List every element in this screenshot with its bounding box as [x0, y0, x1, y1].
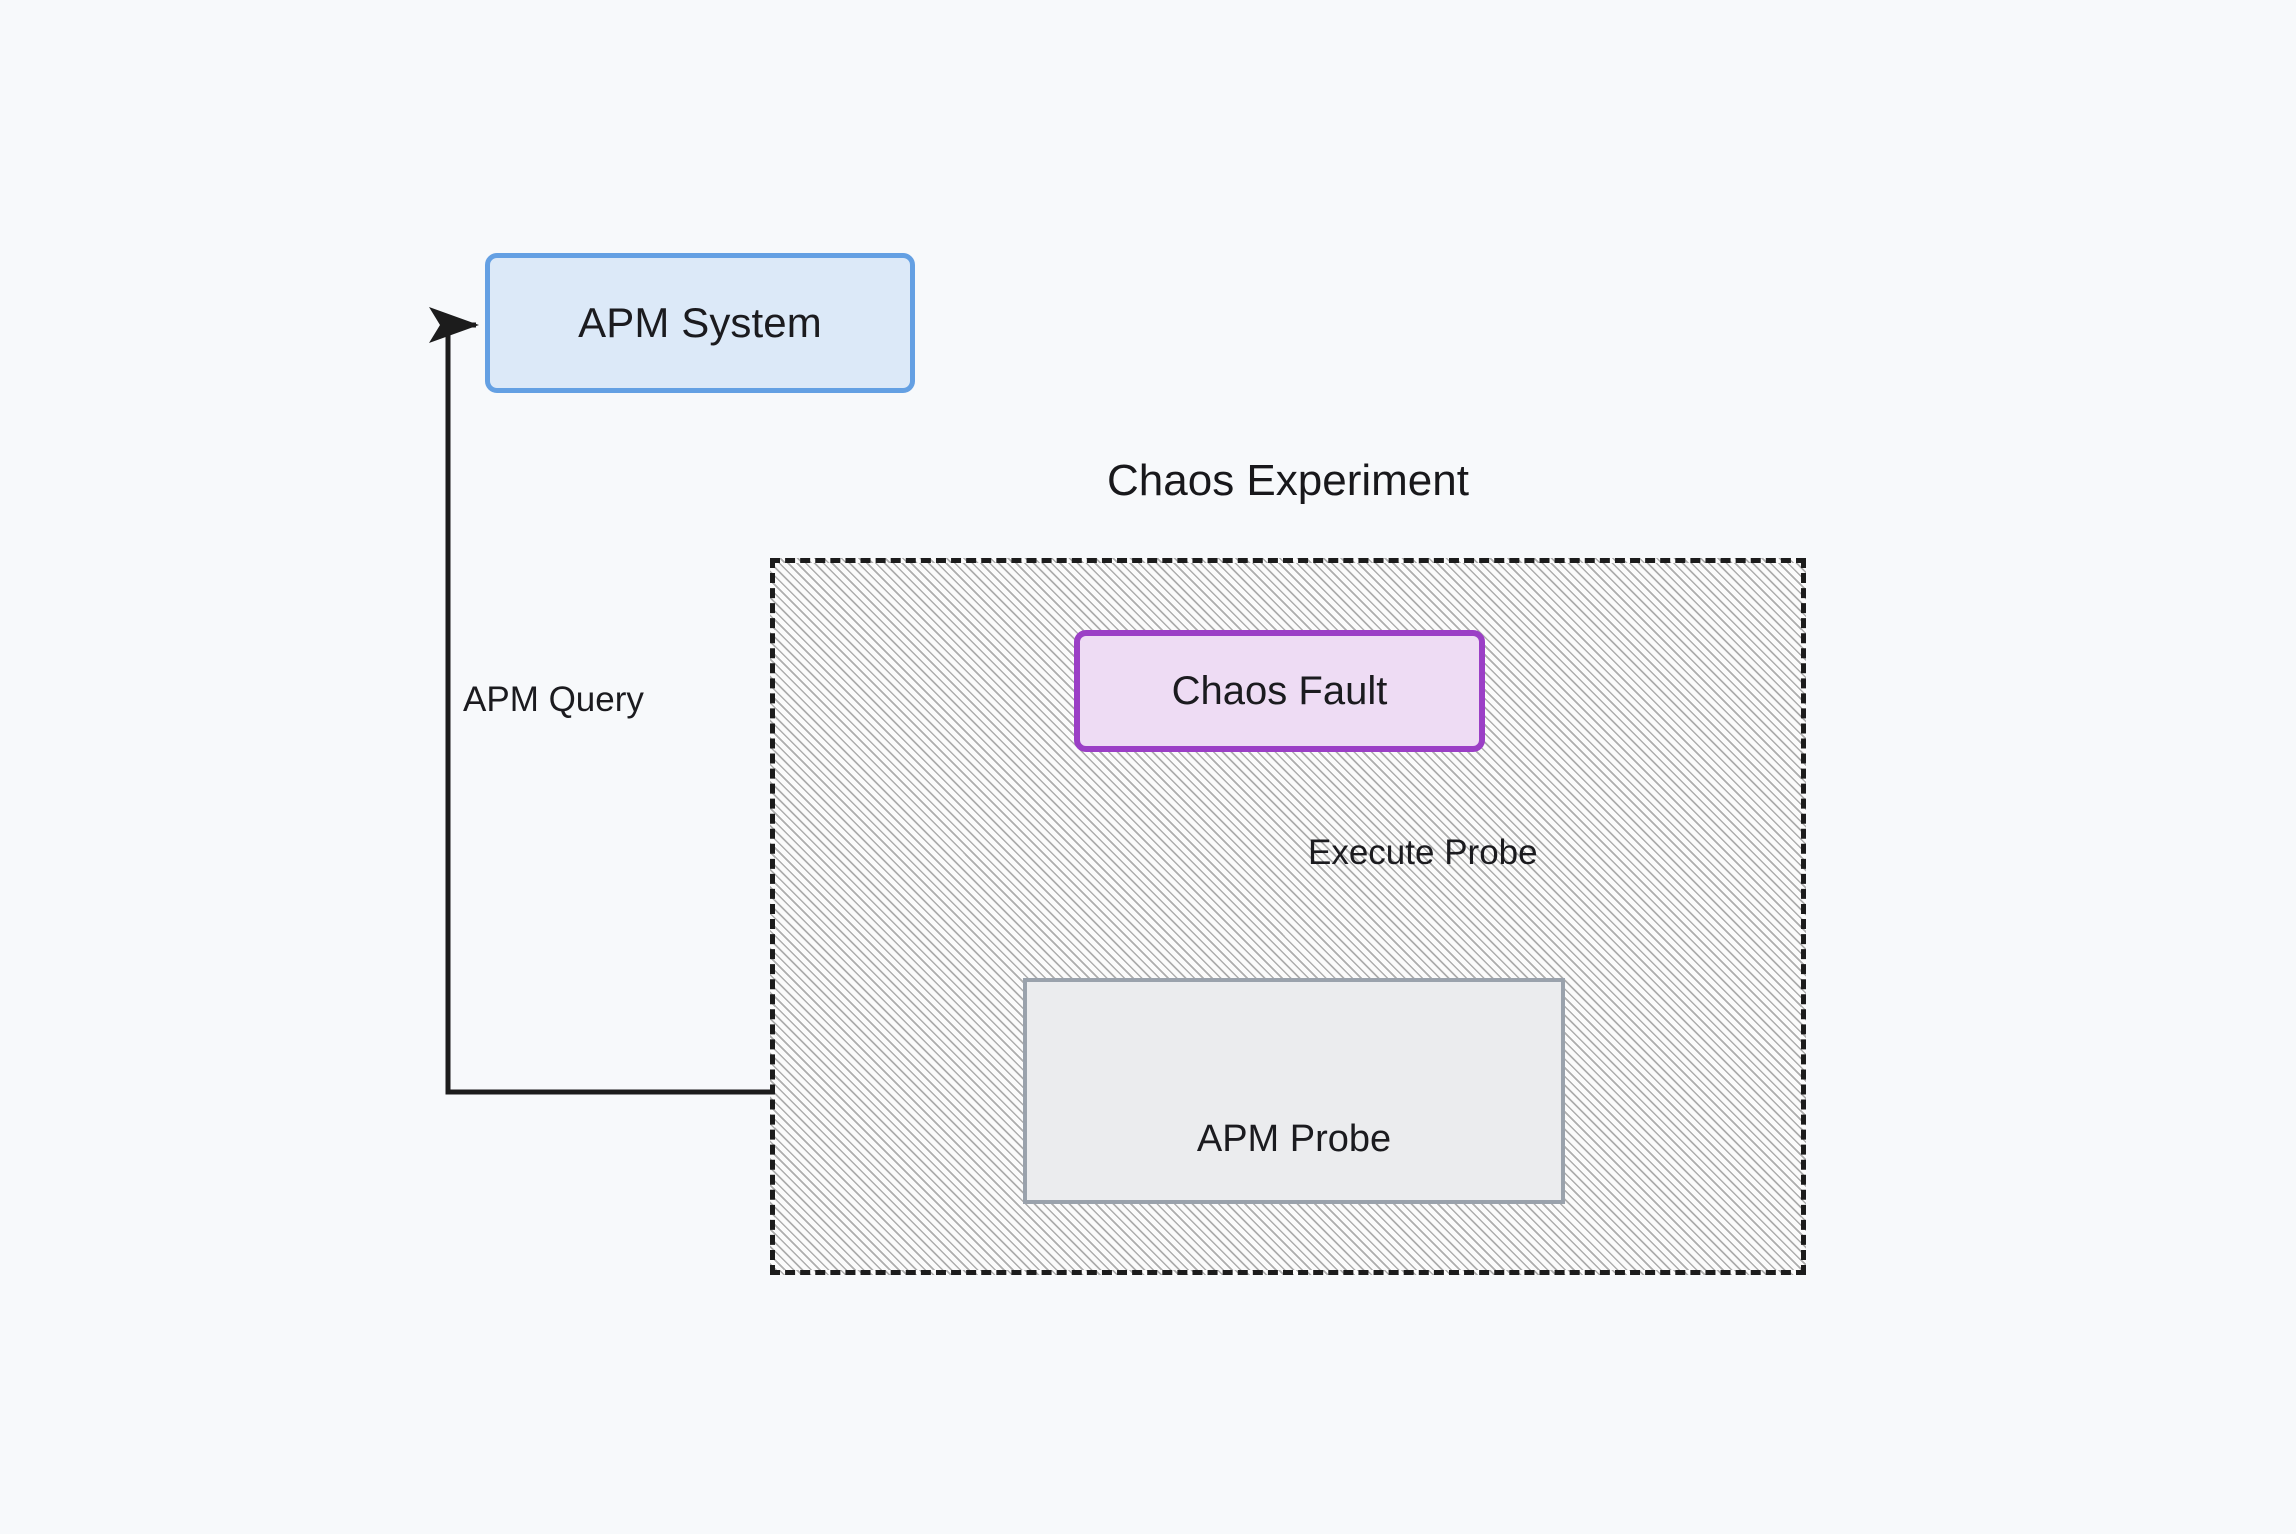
edge-label-execute-probe: Execute Probe — [1308, 833, 1538, 872]
node-apm-system-label: APM System — [578, 299, 822, 346]
node-apm-probe[interactable]: APM Connector APM Probe — [1023, 978, 1565, 1204]
chaos-experiment-title: Chaos Experiment — [1107, 456, 1469, 505]
node-apm-system[interactable]: APM System — [485, 253, 915, 393]
node-chaos-fault-label: Chaos Fault — [1171, 668, 1388, 713]
edge-label-apm-query: APM Query — [463, 680, 644, 719]
node-apm-probe-label: APM Probe — [1196, 1118, 1392, 1160]
node-chaos-fault[interactable]: Chaos Fault — [1074, 630, 1485, 752]
